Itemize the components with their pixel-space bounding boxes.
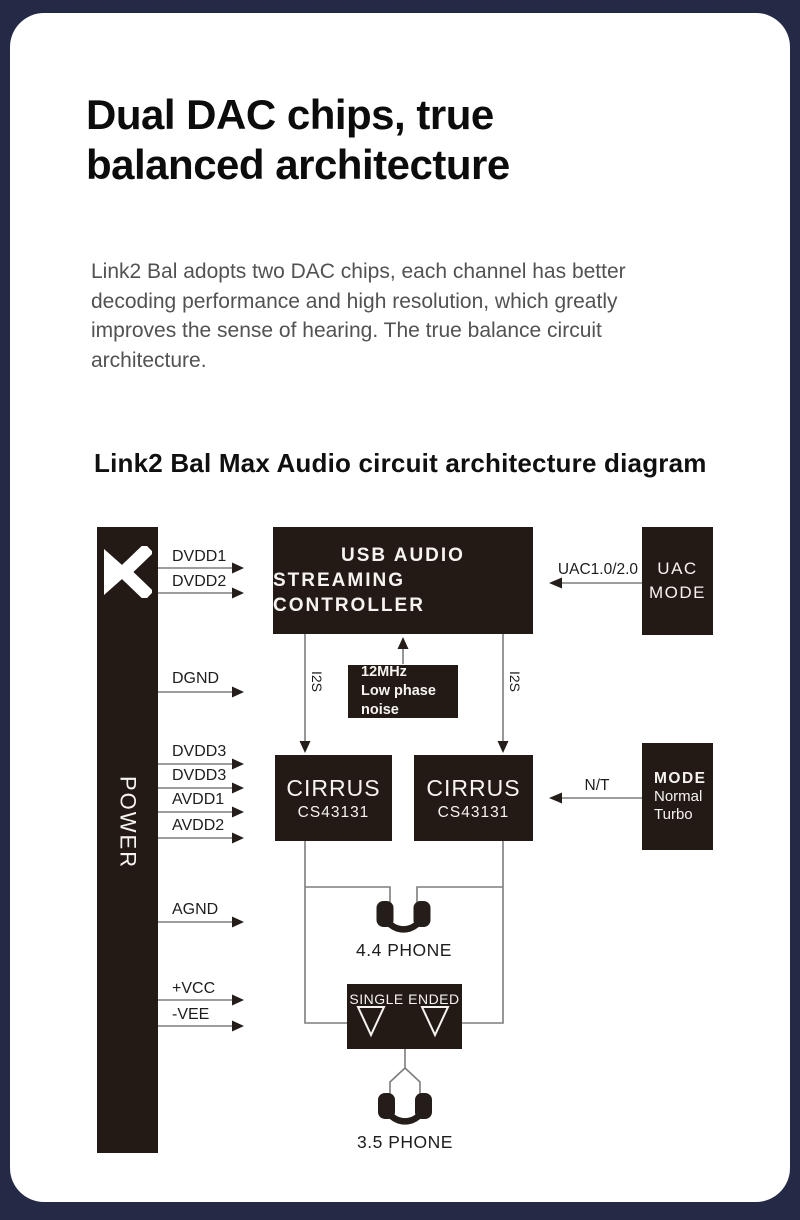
single-ended-label: SINGLE ENDED xyxy=(349,991,460,1007)
uac-mode-block: UAC MODE xyxy=(642,527,713,635)
page-title-line-1: Dual DAC chips, true xyxy=(86,91,494,138)
rail-label-dvdd2: DVDD2 xyxy=(172,573,227,590)
power-block: POWER xyxy=(97,527,158,1153)
diagram-heading: Link2 Bal Max Audio circuit architecture… xyxy=(94,448,707,478)
dac-chip-right-block: CIRRUS CS43131 xyxy=(414,755,533,841)
uac-mode-line-1: UAC xyxy=(657,559,698,578)
unbalanced-output-label: 3.5 PHONE xyxy=(357,1132,453,1152)
usb-controller-line-2: STREAMING CONTROLLER xyxy=(273,570,425,616)
page-title: Dual DAC chips, true balanced architectu… xyxy=(86,90,510,190)
amplifier-triangles-icon xyxy=(356,1006,450,1038)
dac-right-brand: CIRRUS xyxy=(426,774,521,801)
gain-mode-option-turbo: Turbo xyxy=(654,805,693,823)
clock-line-1: 12MHz xyxy=(361,664,407,680)
uac-mode-line-2: MODE xyxy=(649,583,706,602)
intro-paragraph: Link2 Bal adopts two DAC chips, each cha… xyxy=(91,257,626,375)
gain-mode-option-normal: Normal xyxy=(654,787,703,805)
dac-left-brand: CIRRUS xyxy=(286,774,381,801)
intro-paragraph-line: Link2 Bal adopts two DAC chips, each cha… xyxy=(91,260,626,283)
rail-label-avdd2: AVDD2 xyxy=(172,817,225,834)
intro-paragraph-line: decoding performance and high resolution… xyxy=(91,289,618,313)
balanced-output-label: 4.4 PHONE xyxy=(356,940,452,960)
i2s-label-right: I2S xyxy=(507,671,523,693)
rail-label-vee: -VEE xyxy=(172,1006,210,1023)
single-ended-block: SINGLE ENDED xyxy=(347,984,462,1049)
power-block-label: POWER xyxy=(115,776,141,870)
clock-line-2: Low phase noise xyxy=(361,683,436,718)
rail-label-dgnd: DGND xyxy=(172,670,220,687)
usb-controller-block: USB AUDIO STREAMING CONTROLLER xyxy=(273,527,533,634)
gain-mode-block: MODE Normal Turbo xyxy=(642,743,713,850)
page-title-line-2: balanced architecture xyxy=(86,141,510,188)
intro-paragraph-line: architecture. xyxy=(91,348,207,372)
rail-label-dvdd3-b: DVDD3 xyxy=(172,767,227,784)
gain-mode-title: MODE xyxy=(654,769,707,787)
xduoo-x-logo-icon xyxy=(103,546,152,598)
usb-controller-line-1: USB AUDIO xyxy=(341,545,465,566)
rail-label-vcc: +VCC xyxy=(172,980,216,997)
rail-label-dvdd1: DVDD1 xyxy=(172,548,227,565)
dac-chip-left-block: CIRRUS CS43131 xyxy=(275,755,392,841)
dac-left-part: CS43131 xyxy=(297,803,370,821)
rail-label-dvdd3-a: DVDD3 xyxy=(172,743,227,760)
rail-label-avdd1: AVDD1 xyxy=(172,791,225,808)
rail-label-agnd: AGND xyxy=(172,901,219,918)
mode-arrow-label: N/T xyxy=(584,777,610,794)
clock-block: 12MHz Low phase noise xyxy=(348,664,458,718)
intro-paragraph-line: improves the sense of hearing. The true … xyxy=(91,319,602,342)
uac-arrow-label: UAC1.0/2.0 xyxy=(557,561,639,578)
dac-right-part: CS43131 xyxy=(437,803,510,821)
i2s-label-left: I2S xyxy=(309,671,325,693)
